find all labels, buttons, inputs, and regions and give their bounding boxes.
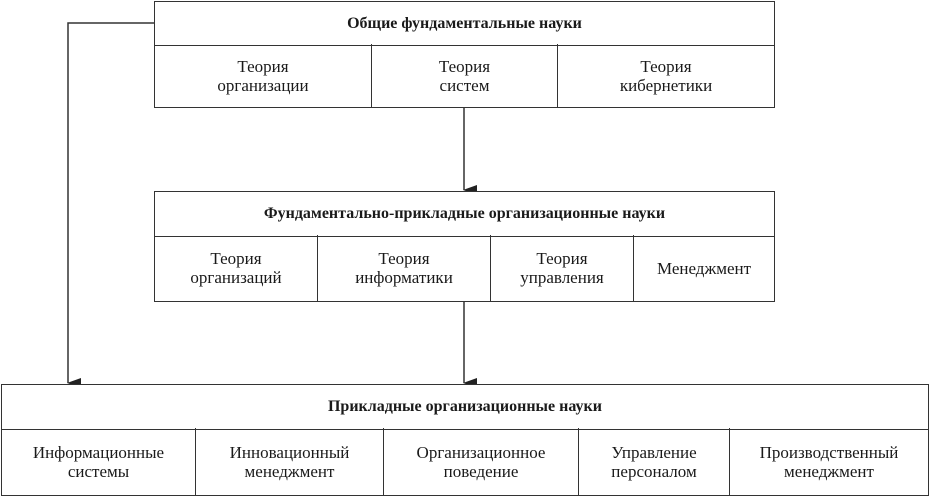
general-item: Теория организации [217,56,309,95]
fundamental-applied-item: Теория управления [490,235,633,301]
general-item: Теория систем [371,44,557,107]
fundamental-applied-item: Менеджмент [633,235,774,301]
applied-item: Информационные системы [32,442,165,481]
fundamental-applied-item: Теория информатики [317,235,490,301]
fundamental-applied-item: Теория организаций [190,249,282,287]
applied-item: Организационное поведение [383,428,578,495]
general-sciences-box: Общие фундаментальные науки Теория орган… [154,1,775,108]
fundamental-applied-box: Фундаментально-прикладные организационны… [154,191,775,302]
fundamental-applied-title: Фундаментально-прикладные организационны… [155,192,774,237]
applied-sciences-box: Прикладные организационные науки Информа… [1,384,929,496]
applied-item: Инновационный менеджмент [195,428,383,495]
applied-sciences-title: Прикладные организационные науки [2,385,928,430]
applied-item: Управление персоналом [578,428,729,495]
general-sciences-title: Общие фундаментальные науки [155,2,774,46]
arrow-general-to-applied [67,22,154,388]
applied-item: Производственный менеджмент [729,428,928,495]
general-item: Теория кибернетики [557,44,774,107]
